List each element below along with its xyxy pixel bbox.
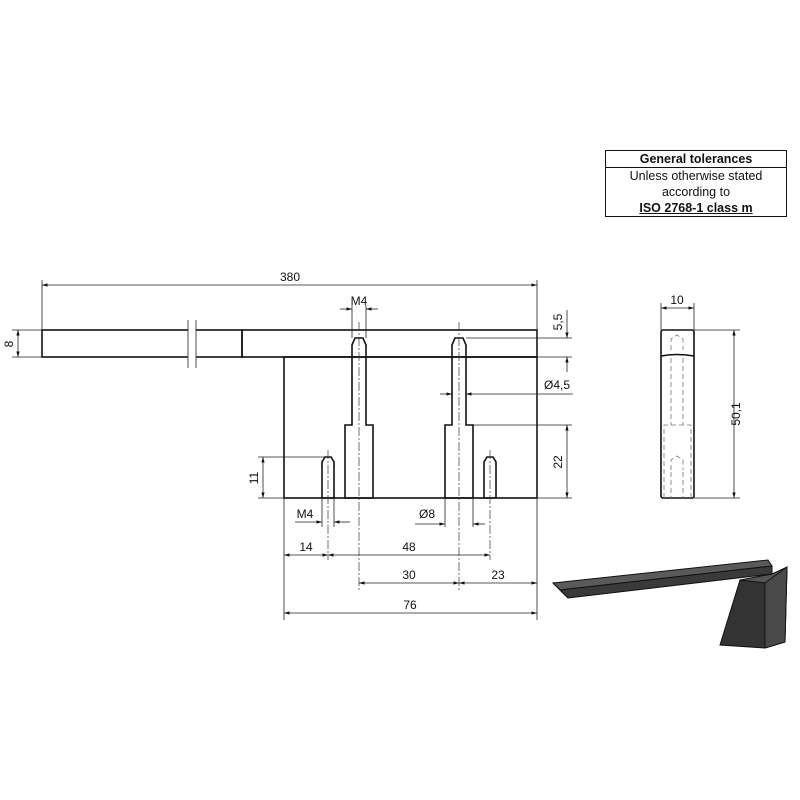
dim-23: 23 [491,568,505,582]
dim-dia-4-5: Ø4,5 [544,378,570,392]
dim-5-5: 5,5 [551,313,565,330]
dim-10: 10 [670,293,684,307]
dim-14: 14 [299,540,313,554]
dimension-lines [12,280,573,620]
tolerances-line-1: Unless otherwise stated [629,169,763,183]
dim-380: 380 [280,270,300,284]
tolerances-line-2: according to [661,185,731,199]
tolerances-title: General tolerances [606,151,786,168]
dim-dia-8: Ø8 [419,507,435,521]
dim-m4-top: M4 [351,294,368,308]
dim-48: 48 [402,540,416,554]
break-mark [187,320,197,368]
dim-22: 22 [551,455,565,469]
tolerances-standard: ISO 2768-1 class m [639,201,753,215]
isometric-view [551,559,788,649]
dim-11: 11 [247,471,261,484]
dimension-labels: 380 8 M4 5,5 Ø4,5 22 11 M4 Ø8 14 48 30 2… [2,270,570,612]
general-tolerances-box: General tolerances Unless otherwise stat… [605,150,787,217]
dim-76: 76 [403,598,417,612]
front-section-view [41,320,538,590]
dim-m4-bottom: M4 [297,507,314,521]
dim-30: 30 [402,568,416,582]
dim-50-1: 50,1 [729,402,743,426]
dim-8: 8 [2,340,16,347]
side-view: 10 50,1 [660,293,743,499]
